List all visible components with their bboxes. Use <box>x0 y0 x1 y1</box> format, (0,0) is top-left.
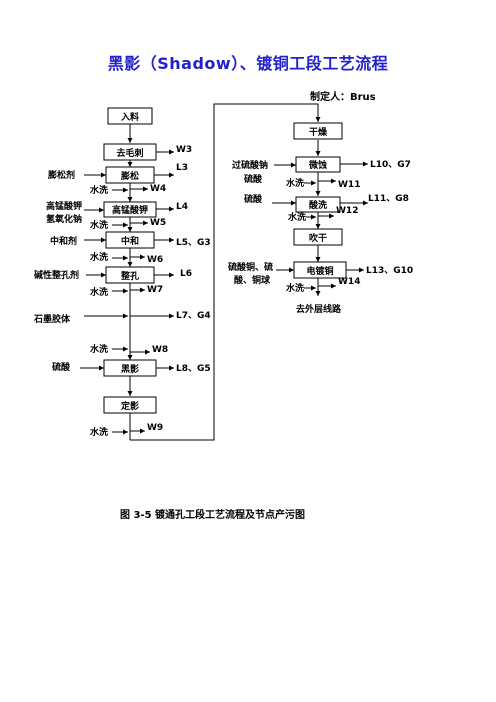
step-label-permanganate: 高锰酸钾 <box>112 204 148 216</box>
output-label-l11g8: L11、G8 <box>368 194 409 204</box>
author-label: 制定人：Brus <box>310 92 376 103</box>
step-label-blow-dry: 吹干 <box>309 232 327 244</box>
input-label-persulfate: 过硫酸钠 <box>232 159 268 171</box>
input-label-permanganate: 高锰酸钾 <box>46 200 82 212</box>
input-label-neutralizer: 中和剂 <box>50 235 77 247</box>
water-label: 水洗 <box>288 211 306 223</box>
input-label-copper-ball: 酸、铜球 <box>234 274 271 286</box>
figure-caption: 图 3-5 镀通孔工段工艺流程及节点产污图 <box>120 510 306 521</box>
step-label-condition: 整孔 <box>120 270 139 282</box>
output-label-w7: W7 <box>147 285 163 295</box>
step-label-deburr: 去毛刺 <box>116 147 143 159</box>
output-label-w6: W6 <box>147 255 163 265</box>
end-label-outer-layer: 去外层线路 <box>296 303 342 315</box>
step-label-fix: 定影 <box>120 400 139 412</box>
output-label-l13g10: L13、G10 <box>366 266 413 276</box>
water-label: 水洗 <box>90 343 108 355</box>
step-box-feed <box>107 107 153 125</box>
step-box-dry <box>293 122 343 140</box>
water-label: 水洗 <box>90 251 108 263</box>
step-label-microetch: 微蚀 <box>308 159 327 171</box>
water-label: 水洗 <box>90 286 108 298</box>
output-label-l4: L4 <box>176 202 188 212</box>
step-label-dry: 干燥 <box>309 126 328 138</box>
output-label-l6: L6 <box>180 269 192 279</box>
input-label-sulfuric-acid-2: 硫酸 <box>244 193 263 205</box>
step-box-fix <box>103 396 157 414</box>
output-label-w8: W8 <box>152 345 168 355</box>
water-label: 水洗 <box>286 282 304 294</box>
input-label-swelling-agent: 膨松剂 <box>47 169 75 181</box>
output-label-w5: W5 <box>150 218 166 228</box>
step-label-swell: 膨松 <box>120 170 139 182</box>
water-label: 水洗 <box>90 219 108 231</box>
connector-line <box>130 103 319 441</box>
output-label-l10g7: L10、G7 <box>370 160 411 170</box>
output-label-w4: W4 <box>150 184 166 194</box>
output-label-w11: W11 <box>338 180 360 190</box>
output-label-w12: W12 <box>336 206 358 216</box>
step-label-acid-wash: 酸洗 <box>309 199 327 211</box>
input-label-graphite: 石墨胶体 <box>33 313 71 325</box>
output-label-w3: W3 <box>176 145 192 155</box>
input-label-naoh: 氢氧化钠 <box>46 213 82 225</box>
water-label: 水洗 <box>286 177 304 189</box>
input-label-copper-sulfate: 硫酸铜、硫 <box>228 261 273 273</box>
output-label-w14: W14 <box>338 277 360 287</box>
input-label-conditioner: 碱性整孔剂 <box>34 269 79 281</box>
input-label-sulfuric-acid-1: 硫酸 <box>244 173 263 185</box>
step-label-shadow: 黑影 <box>121 364 139 375</box>
output-label-l5g3: L5、G3 <box>176 238 211 248</box>
step-box-acid-wash <box>295 196 341 213</box>
input-label-sulfuric-acid: 硫酸 <box>52 361 71 373</box>
step-label-feed: 入料 <box>120 111 139 123</box>
step-label-neutralize: 中和 <box>121 235 139 247</box>
output-label-w9: W9 <box>147 423 163 433</box>
output-label-l3: L3 <box>176 163 188 173</box>
output-label-l7g4: L7、G4 <box>176 311 211 321</box>
page-title: 黑影（Shadow）、镀铜工段工艺流程 <box>107 54 389 73</box>
water-label: 水洗 <box>90 184 108 196</box>
water-label: 水洗 <box>90 426 108 438</box>
step-box-blow-dry <box>293 228 343 246</box>
output-label-l8g5: L8、G5 <box>176 364 211 374</box>
step-label-copper-plating: 电镀铜 <box>306 265 333 277</box>
